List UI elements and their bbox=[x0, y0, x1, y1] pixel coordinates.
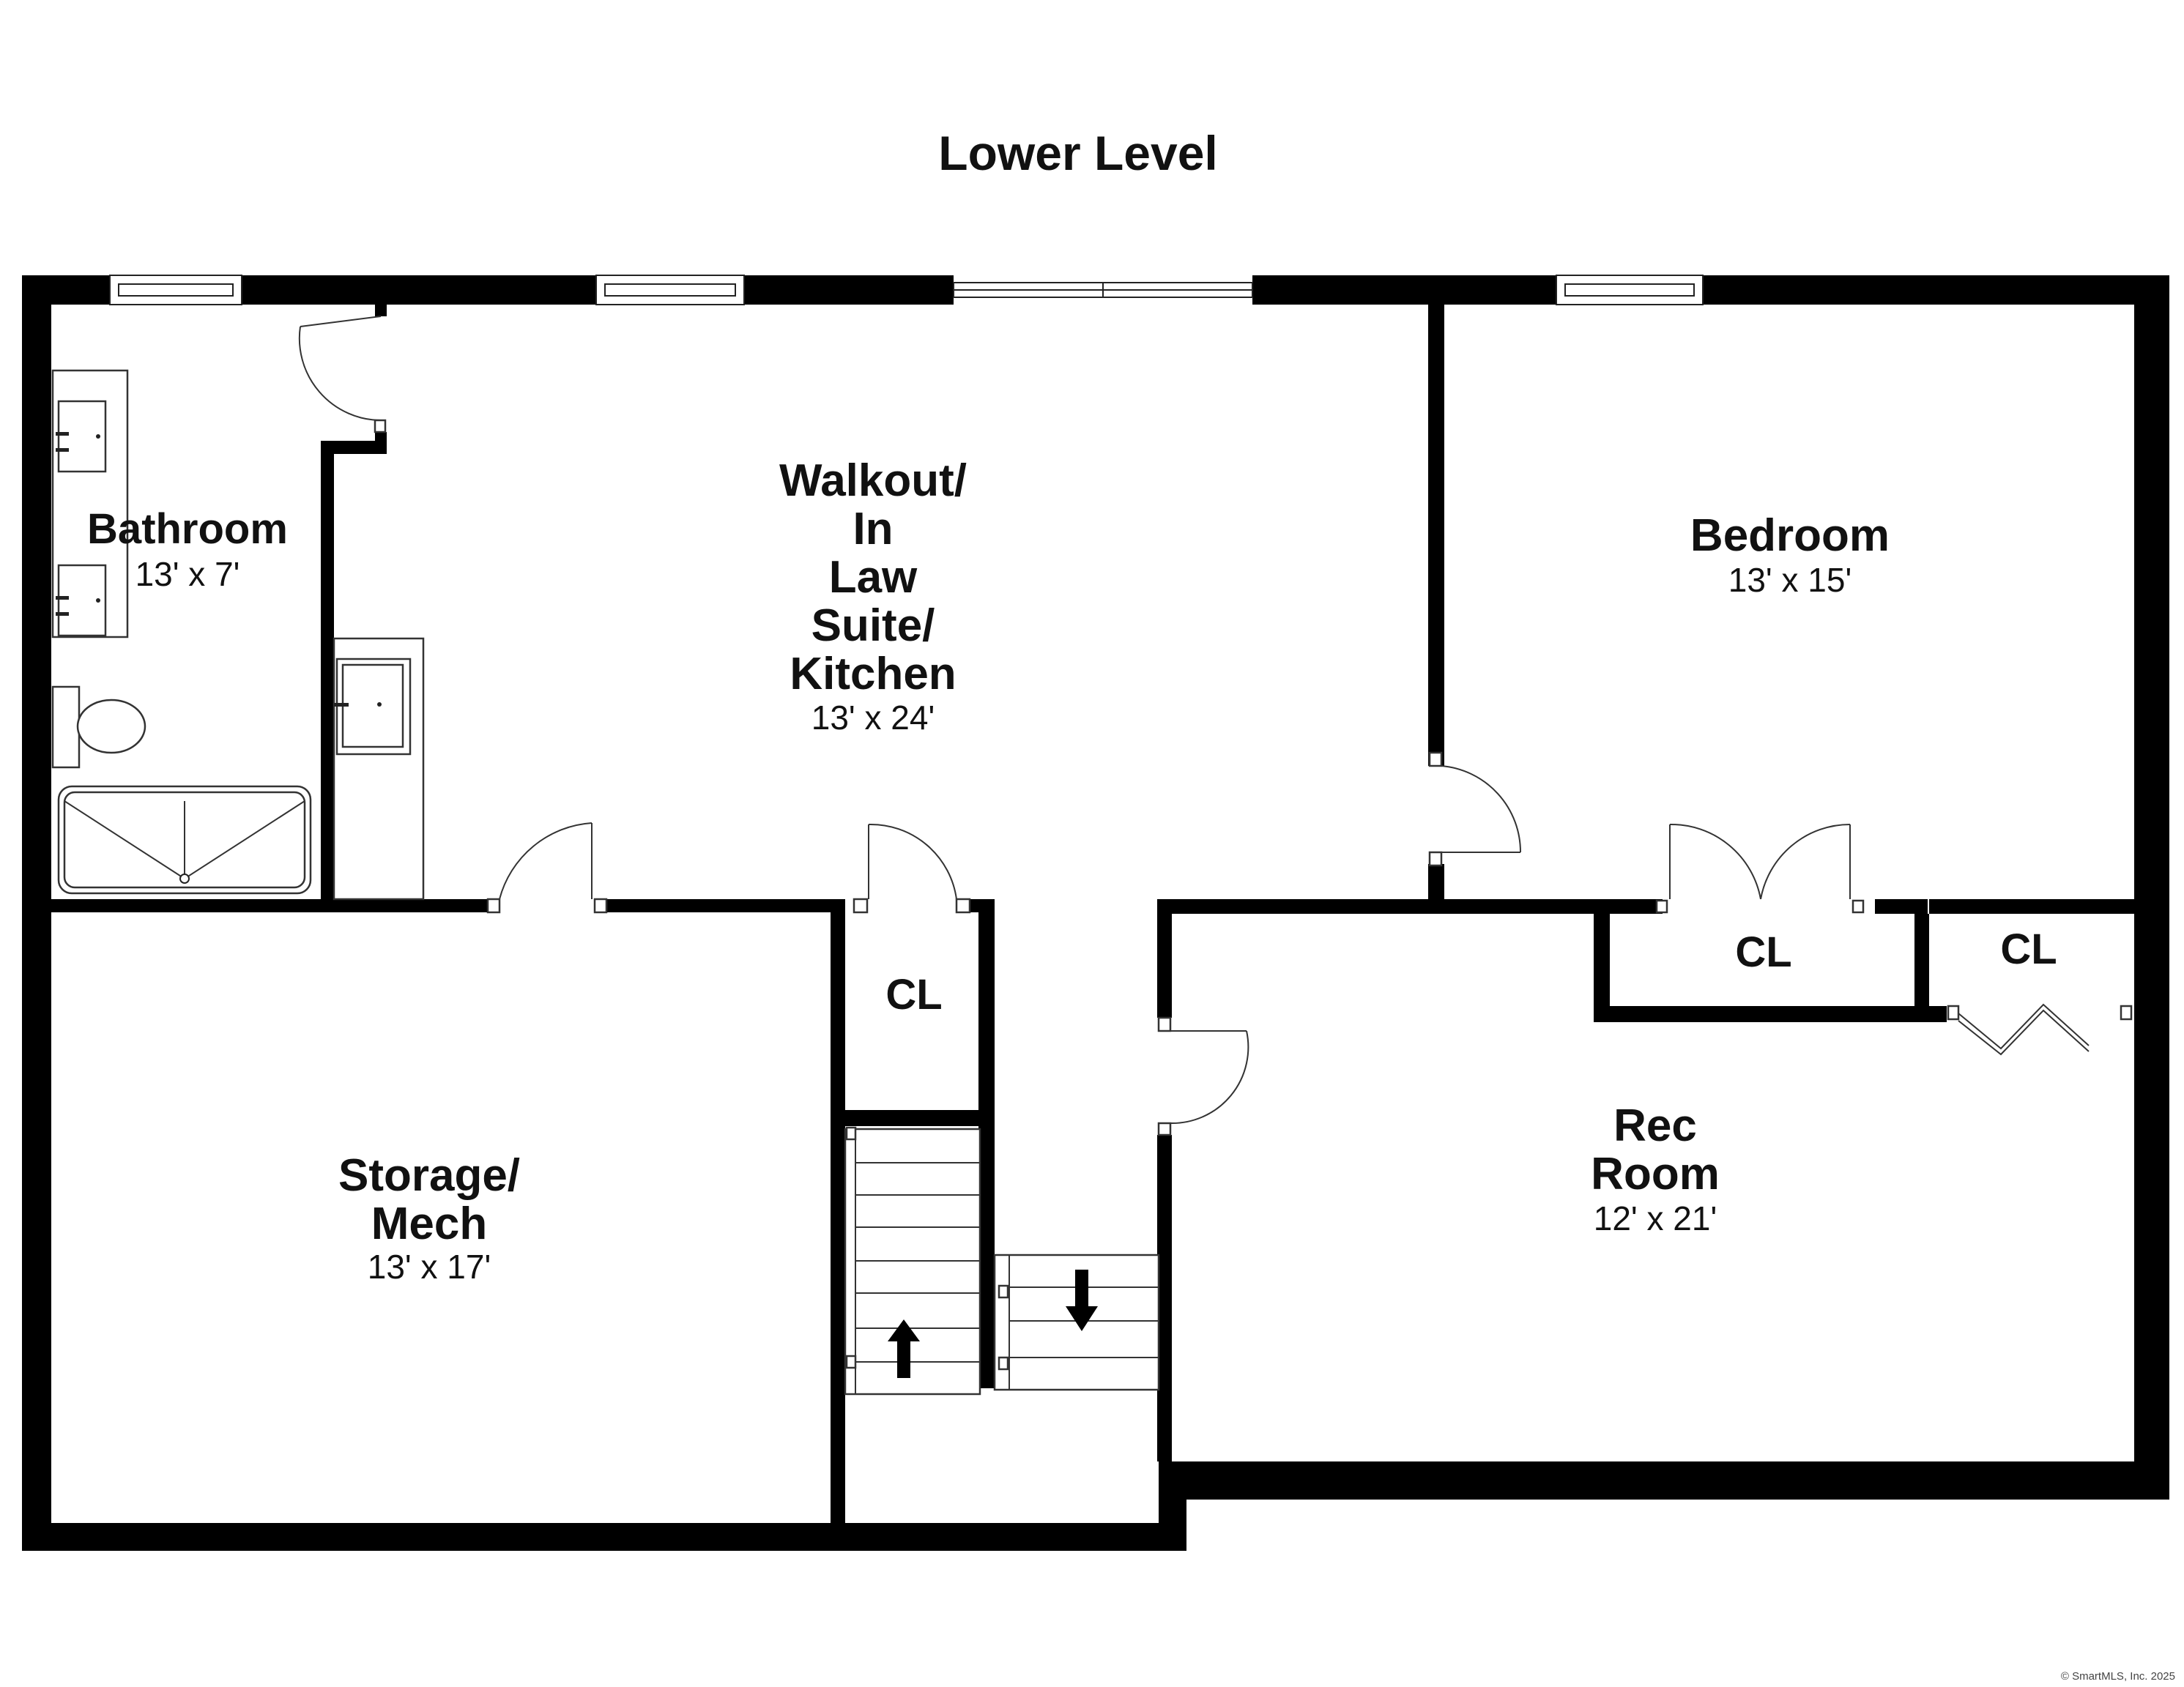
room-dimensions: 13' x 24' bbox=[811, 699, 935, 737]
floor-title: Lower Level bbox=[938, 126, 1217, 180]
suite-label: Walkout/ In Law Suite/ Kitchen 13' x 24' bbox=[779, 455, 967, 737]
room-name: Mech bbox=[371, 1199, 487, 1249]
bifold-door-icon bbox=[1947, 1003, 2133, 1056]
bathroom-door-icon bbox=[298, 316, 387, 433]
room-name: Rec bbox=[1613, 1101, 1697, 1151]
room-dimensions: 12' x 21' bbox=[1594, 1199, 1717, 1237]
closet-label: CL bbox=[885, 971, 942, 1018]
shower-icon bbox=[57, 785, 312, 895]
closet-label: CL bbox=[1735, 928, 1791, 976]
room-name: Suite/ bbox=[811, 600, 935, 651]
room-name: Room bbox=[1591, 1149, 1720, 1199]
toilet-icon bbox=[51, 685, 146, 769]
window-icon bbox=[595, 275, 745, 305]
sliding-door-icon bbox=[953, 282, 1253, 298]
rec-room-label: Rec Room 12' x 21' bbox=[1591, 1101, 1720, 1237]
windows bbox=[109, 275, 1704, 305]
room-dimensions: 13' x 15' bbox=[1728, 561, 1851, 599]
room-name: Kitchen bbox=[790, 649, 956, 699]
walls bbox=[22, 275, 2169, 1551]
arrow-down-icon bbox=[1066, 1270, 1098, 1331]
room-dimensions: 13' x 7' bbox=[135, 555, 240, 593]
room-name: Walkout/ bbox=[779, 455, 967, 506]
copyright-text: © SmartMLS, Inc. 2025 bbox=[2061, 1670, 2175, 1683]
closet-door-icon bbox=[853, 823, 971, 914]
stairs-up bbox=[844, 1126, 981, 1396]
window-icon bbox=[1556, 275, 1704, 305]
window-icon bbox=[109, 275, 242, 305]
closet-label: CL bbox=[2000, 926, 2057, 973]
storage-label: Storage/ Mech 13' x 17' bbox=[338, 1150, 520, 1286]
room-name: In bbox=[853, 504, 893, 554]
vanity-icon bbox=[51, 369, 129, 638]
fixtures bbox=[51, 369, 425, 901]
room-name: Law bbox=[829, 552, 918, 603]
room-name: Storage/ bbox=[338, 1150, 520, 1201]
storage-door-icon bbox=[486, 822, 608, 914]
kitchen-counter-icon bbox=[333, 637, 425, 901]
room-dimensions: 13' x 17' bbox=[368, 1248, 491, 1286]
room-name: Bathroom bbox=[87, 505, 288, 553]
room-labels: Bathroom 13' x 7' Walkout/ In Law Suite/… bbox=[87, 455, 2057, 1286]
bathroom-label: Bathroom 13' x 7' bbox=[87, 505, 288, 593]
double-door-icon bbox=[1655, 823, 1865, 914]
arrow-up-icon bbox=[888, 1319, 920, 1378]
stairs bbox=[844, 1126, 1160, 1396]
bedroom-door-icon bbox=[1428, 751, 1522, 867]
rec-room-door-icon bbox=[1157, 1016, 1249, 1136]
bedroom-label: Bedroom 13' x 15' bbox=[1690, 510, 1890, 599]
doors bbox=[298, 316, 2133, 1136]
room-name: Bedroom bbox=[1690, 510, 1890, 561]
